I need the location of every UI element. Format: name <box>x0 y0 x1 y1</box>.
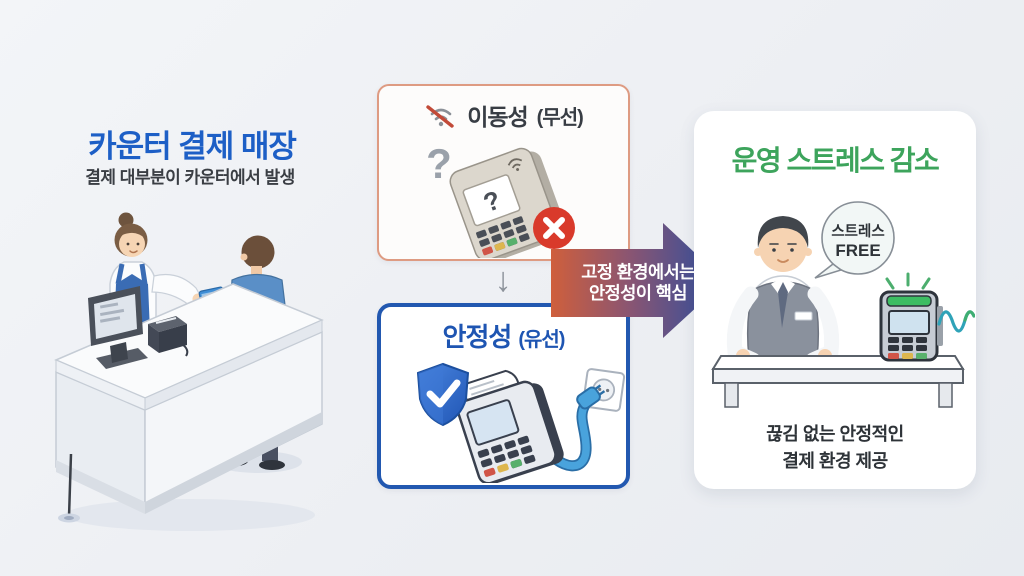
wired-payment-terminal <box>456 369 564 483</box>
counter-checkout-illustration <box>54 212 324 531</box>
stability-wired-box: 안정성 (유선) <box>377 303 630 489</box>
signal-wave <box>937 310 975 333</box>
question-mark-icon: ? <box>426 140 452 187</box>
speech-bubble: 스트레스 FREE <box>814 201 895 279</box>
bubble-text-line2: FREE <box>835 241 880 260</box>
caption-line1: 끊김 없는 안정적인 <box>766 424 904 444</box>
terminal-bottom-keys <box>482 237 518 256</box>
caption-line2: 결제 환경 제공 <box>782 451 888 471</box>
contactless-icon <box>507 158 523 171</box>
clerk-figure <box>726 216 840 368</box>
left-section-title: 카운터 결제 매장 <box>88 129 297 164</box>
stability-box-title-suffix: (유선) <box>518 329 565 351</box>
sparkle-icon <box>885 272 931 290</box>
result-card-caption: 끊김 없는 안정적인 결제 환경 제공 <box>694 421 976 475</box>
stress-free-clerk-illustration: 스트레스 FREE <box>711 201 975 408</box>
bubble-text-line1: 스트레스 <box>831 223 884 240</box>
stability-box-header: 안정성 (유선) <box>381 317 626 353</box>
pos-monitor <box>88 286 148 369</box>
wifi-off-icon <box>426 105 454 128</box>
card-reader-device <box>148 316 189 357</box>
floor-cable <box>58 453 80 523</box>
arrow-text-line2: 안정성이 핵심 <box>589 283 687 303</box>
result-card-title: 운영 스트레스 감소 <box>731 145 940 176</box>
mobility-box-title-suffix: (무선) <box>536 106 584 129</box>
counter-shadow <box>65 499 315 531</box>
transition-arrow: 고정 환경에서는 안정성이 핵심 <box>551 223 725 338</box>
result-card: 운영 스트레스 감소 스트레스 FREE <box>694 111 976 489</box>
stability-box-title: 안정성 <box>442 322 513 352</box>
mobility-wireless-box: 이동성 (무선) ? ? <box>377 84 630 261</box>
arrow-text-line1: 고정 환경에서는 <box>581 262 695 282</box>
wired-terminal-illustration <box>416 362 626 483</box>
wireless-terminal-illustration: ? ? <box>426 140 575 258</box>
error-x-badge <box>533 207 575 249</box>
power-plug-icon <box>576 384 606 410</box>
arrow-shape <box>551 223 725 338</box>
left-section-subtitle: 결제 대부분이 카운터에서 발생 <box>85 168 295 187</box>
signal-wave-green-tail <box>963 310 975 322</box>
result-counter <box>711 355 965 408</box>
mobility-box-header: 이동성 (무선) <box>379 97 628 133</box>
terminal-keypad <box>477 435 536 469</box>
checkout-counter <box>54 283 324 514</box>
mobility-box-title: 이동성 <box>467 104 528 130</box>
stable-payment-terminal <box>879 290 943 362</box>
down-arrow-icon: ↓ <box>494 261 512 299</box>
terminal-keypad <box>888 337 927 351</box>
shield-check-icon <box>416 362 470 427</box>
